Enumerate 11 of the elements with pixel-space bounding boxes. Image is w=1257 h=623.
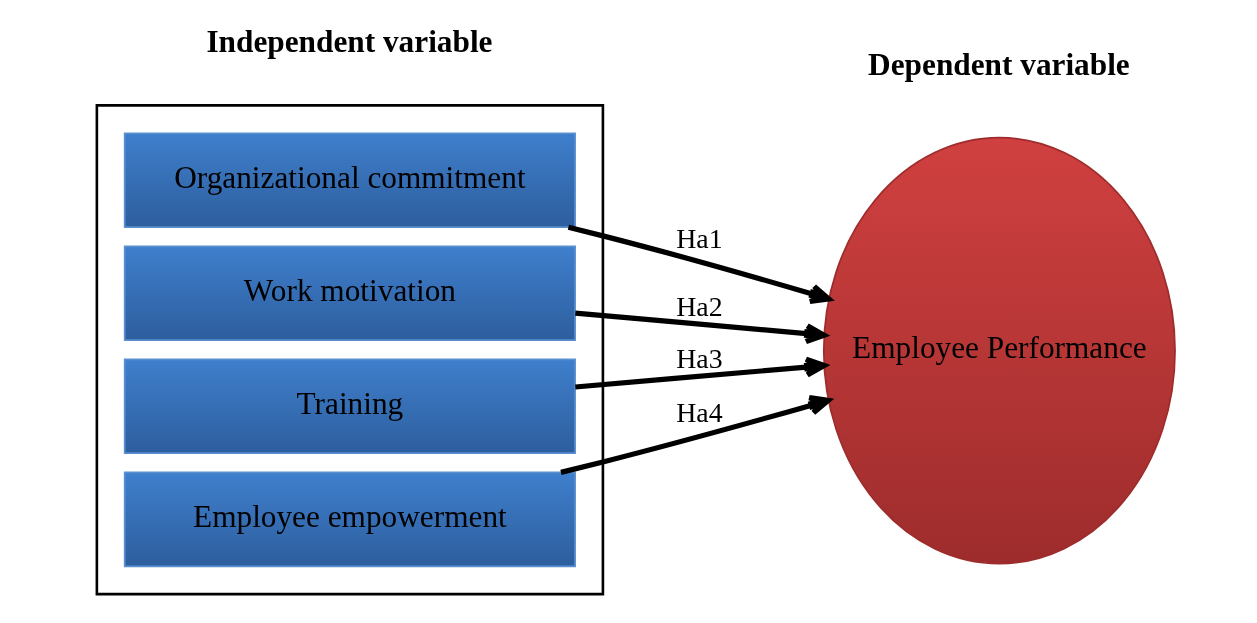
edge-label: Ha4 [675,396,723,428]
edge-label: Ha3 [675,342,723,374]
node-box: Work motivation [123,245,576,342]
arrow [559,395,831,475]
node-box: Organizational commitment [123,132,576,229]
label: Dependent variable [867,46,1130,82]
label: Independent variable [205,24,492,60]
cluster [95,104,604,596]
node-box: Employee empowerment [123,471,576,568]
node-box: Training [123,358,576,455]
node-ellipse: Employee Performance [822,136,1176,565]
